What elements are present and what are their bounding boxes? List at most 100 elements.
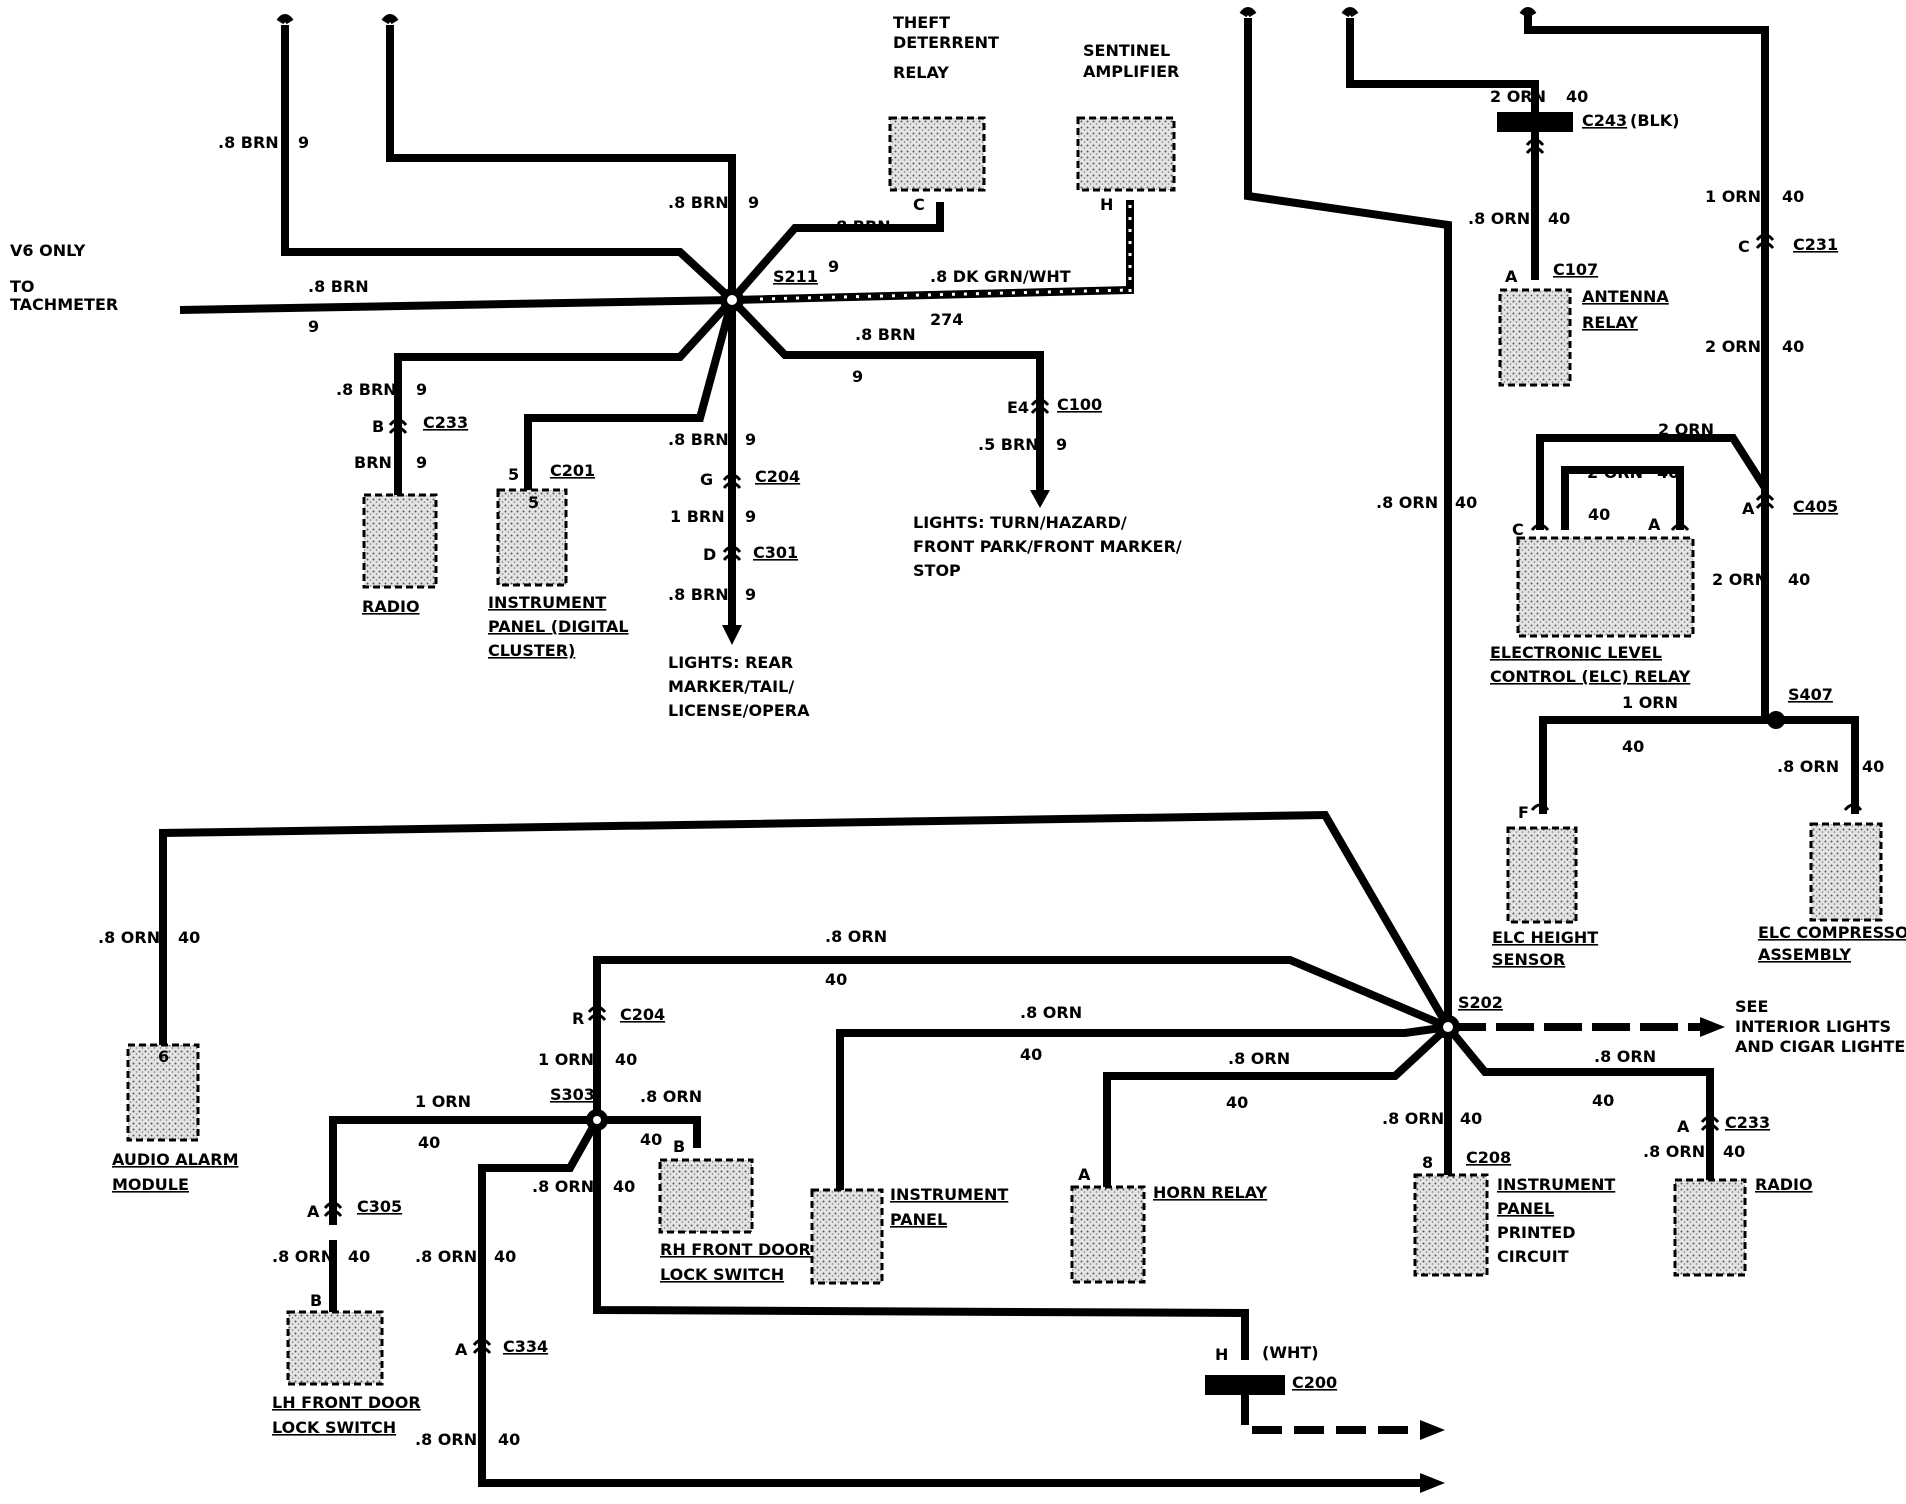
- wire-label: .8 BRN: [668, 585, 729, 604]
- audio-alarm-module: [126, 1043, 200, 1142]
- lh-label-2: LOCK SWITCH: [272, 1418, 396, 1437]
- circuit-label: 40: [825, 970, 847, 989]
- pin-label: R: [572, 1009, 584, 1028]
- elc-height-label-1: ELC HEIGHT: [1492, 928, 1598, 947]
- see-label-3: AND CIGAR LIGHTER: [1735, 1037, 1906, 1056]
- circuit-label: 9: [308, 317, 319, 336]
- wire-label: 2 ORN: [1490, 87, 1546, 106]
- radio-label: RADIO: [362, 597, 420, 616]
- ip-label-2: PANEL (DIGITAL: [488, 617, 629, 636]
- circuit-label: 9: [852, 367, 863, 386]
- circuit-label: 9: [416, 380, 427, 399]
- connector-marks-top-left: [388, 398, 1050, 561]
- audio-label-2: MODULE: [112, 1175, 189, 1194]
- pin-label: 5: [528, 493, 539, 512]
- theft-deterrent-relay: [888, 116, 986, 192]
- wire-label: 1 ORN: [538, 1050, 594, 1069]
- wire-label: BRN: [354, 453, 392, 472]
- circuit-label: 40: [1566, 87, 1588, 106]
- c107-label: C107: [1553, 260, 1598, 279]
- radio-top: [362, 493, 438, 589]
- wire-label: .8 BRN: [855, 325, 916, 344]
- c200-label: C200: [1292, 1373, 1337, 1392]
- wire-label: .8 DK GRN/WHT: [930, 267, 1071, 286]
- pin-label: H: [1215, 1345, 1228, 1364]
- c233b-label: C233: [1725, 1113, 1770, 1132]
- wire-label: .8 ORN: [640, 1087, 702, 1106]
- front-lights-label-3: STOP: [913, 561, 961, 580]
- circuit-label: 40: [1862, 757, 1884, 776]
- sentinel-amplifier: [1076, 116, 1176, 192]
- pin-label: C: [913, 195, 925, 214]
- wire-label: 1 ORN: [1622, 693, 1678, 712]
- wire-label: .8 BRN: [668, 193, 729, 212]
- elc-height-sensor: [1506, 826, 1578, 924]
- elc-relay: [1516, 536, 1695, 638]
- pin-label: E4: [1007, 398, 1029, 417]
- c204b-label: C204: [620, 1005, 665, 1024]
- circuit-label: 40: [418, 1133, 440, 1152]
- c231-label: C231: [1793, 235, 1838, 254]
- sentinel-label-1: SENTINEL: [1083, 41, 1170, 60]
- wire-label: .8 ORN: [1643, 1142, 1705, 1161]
- wire-label: .8 ORN: [272, 1247, 334, 1266]
- circuit-label: 40: [615, 1050, 637, 1069]
- c100-label: C100: [1057, 395, 1102, 414]
- pin-label: A: [1648, 515, 1661, 534]
- wire-label: .8 ORN: [1594, 1047, 1656, 1066]
- lh-label-1: LH FRONT DOOR: [272, 1393, 421, 1412]
- ip2-label-1: INSTRUMENT: [890, 1185, 1008, 1204]
- wire-label: .8 BRN: [336, 380, 397, 399]
- wire-label: .8 BRN: [218, 133, 279, 152]
- s303-label: S303: [550, 1085, 595, 1104]
- circuit-label: 40: [1788, 570, 1810, 589]
- pin-label: 6: [158, 1047, 169, 1066]
- circuit-label: 9: [298, 133, 309, 152]
- ip-label-1: INSTRUMENT: [488, 593, 606, 612]
- pin-label: C: [1738, 237, 1750, 256]
- c243-color: (BLK): [1630, 111, 1679, 130]
- ipc-label-1: INSTRUMENT: [1497, 1175, 1615, 1194]
- antenna-label-1: ANTENNA: [1582, 287, 1669, 306]
- horn-label: HORN RELAY: [1153, 1183, 1268, 1202]
- c200-color: (WHT): [1262, 1343, 1319, 1362]
- wire-label: .8 ORN: [415, 1247, 477, 1266]
- s407-splice: [1767, 711, 1785, 729]
- c204-label: C204: [755, 467, 800, 486]
- circuit-label: 40: [178, 928, 200, 947]
- c305-label: C305: [357, 1197, 402, 1216]
- c334-label: C334: [503, 1337, 548, 1356]
- wire-label: .8 BRN: [668, 430, 729, 449]
- rear-lights-arrow: [722, 625, 742, 645]
- to-label: TO: [10, 277, 35, 296]
- s202-label: S202: [1458, 993, 1503, 1012]
- circuit-label: 40: [494, 1247, 516, 1266]
- wire-label: 2 ORN: [1705, 337, 1761, 356]
- wire-label: .8 ORN: [1228, 1049, 1290, 1068]
- circuit-label: 40: [498, 1430, 520, 1449]
- wire-label: 2 ORN: [1658, 420, 1714, 439]
- pin-label: 8: [1422, 1153, 1433, 1172]
- elc-label-2: CONTROL (ELC) RELAY: [1490, 667, 1691, 686]
- circuit-label: 40: [1592, 1091, 1614, 1110]
- wire-label: .8 BRN: [308, 277, 369, 296]
- audio-label-1: AUDIO ALARM: [112, 1150, 239, 1169]
- wire-label: .5 BRN: [978, 435, 1039, 454]
- rear-lights-label-2: MARKER/TAIL/: [668, 677, 794, 696]
- c405-label: C405: [1793, 497, 1838, 516]
- s211-label: S211: [773, 267, 818, 286]
- circuit-label: 40: [348, 1247, 370, 1266]
- circuit-label: 9: [748, 193, 759, 212]
- circuit-label: 9: [745, 507, 756, 526]
- s202-network: [159, 810, 1725, 1493]
- sentinel-label-2: AMPLIFIER: [1083, 62, 1179, 81]
- elc-comp-label-1: ELC COMPRESSOR: [1758, 923, 1906, 942]
- circuit-label: 40: [1622, 737, 1644, 756]
- theft-label-1: THEFT: [893, 13, 950, 32]
- wire-label: .8 ORN: [98, 928, 160, 947]
- ip2-label-2: PANEL: [890, 1210, 947, 1229]
- wire-label: .8 ORN: [1468, 209, 1530, 228]
- lh-front-door-lock-switch: [286, 1310, 384, 1386]
- circuit-label: 274: [930, 310, 963, 329]
